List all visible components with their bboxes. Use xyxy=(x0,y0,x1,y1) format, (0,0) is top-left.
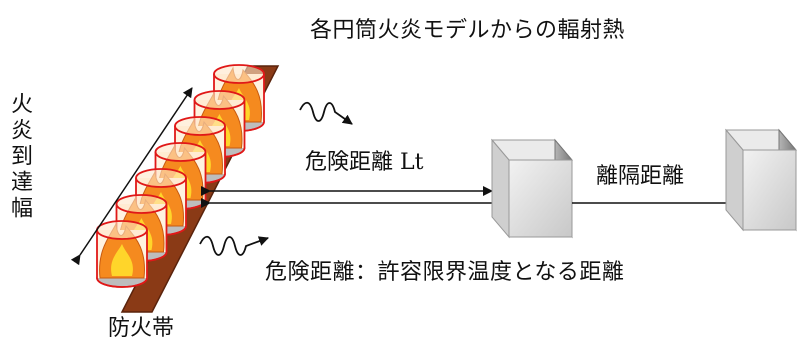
hazard-distance-label: 危険距離 Lt xyxy=(305,150,424,175)
wall-1 xyxy=(490,138,574,239)
cylinder-flame-1 xyxy=(96,220,148,288)
flame-reach-width-label: 火炎到達幅 xyxy=(7,92,32,222)
wall-2 xyxy=(724,128,798,232)
radiant-heat-arrow-lower xyxy=(199,235,269,256)
hazard-distance-definition: 危険距離：許容限界温度となる距離 xyxy=(265,260,625,285)
separation-distance-label: 離隔距離 xyxy=(596,164,685,189)
firebreak-label: 防火帯 xyxy=(108,316,175,341)
radiant-heat-arrow-upper xyxy=(299,101,353,125)
diagram-title: 各円筒火炎モデルからの輻射熱 xyxy=(310,18,626,43)
flame-width-arrow xyxy=(70,87,193,266)
